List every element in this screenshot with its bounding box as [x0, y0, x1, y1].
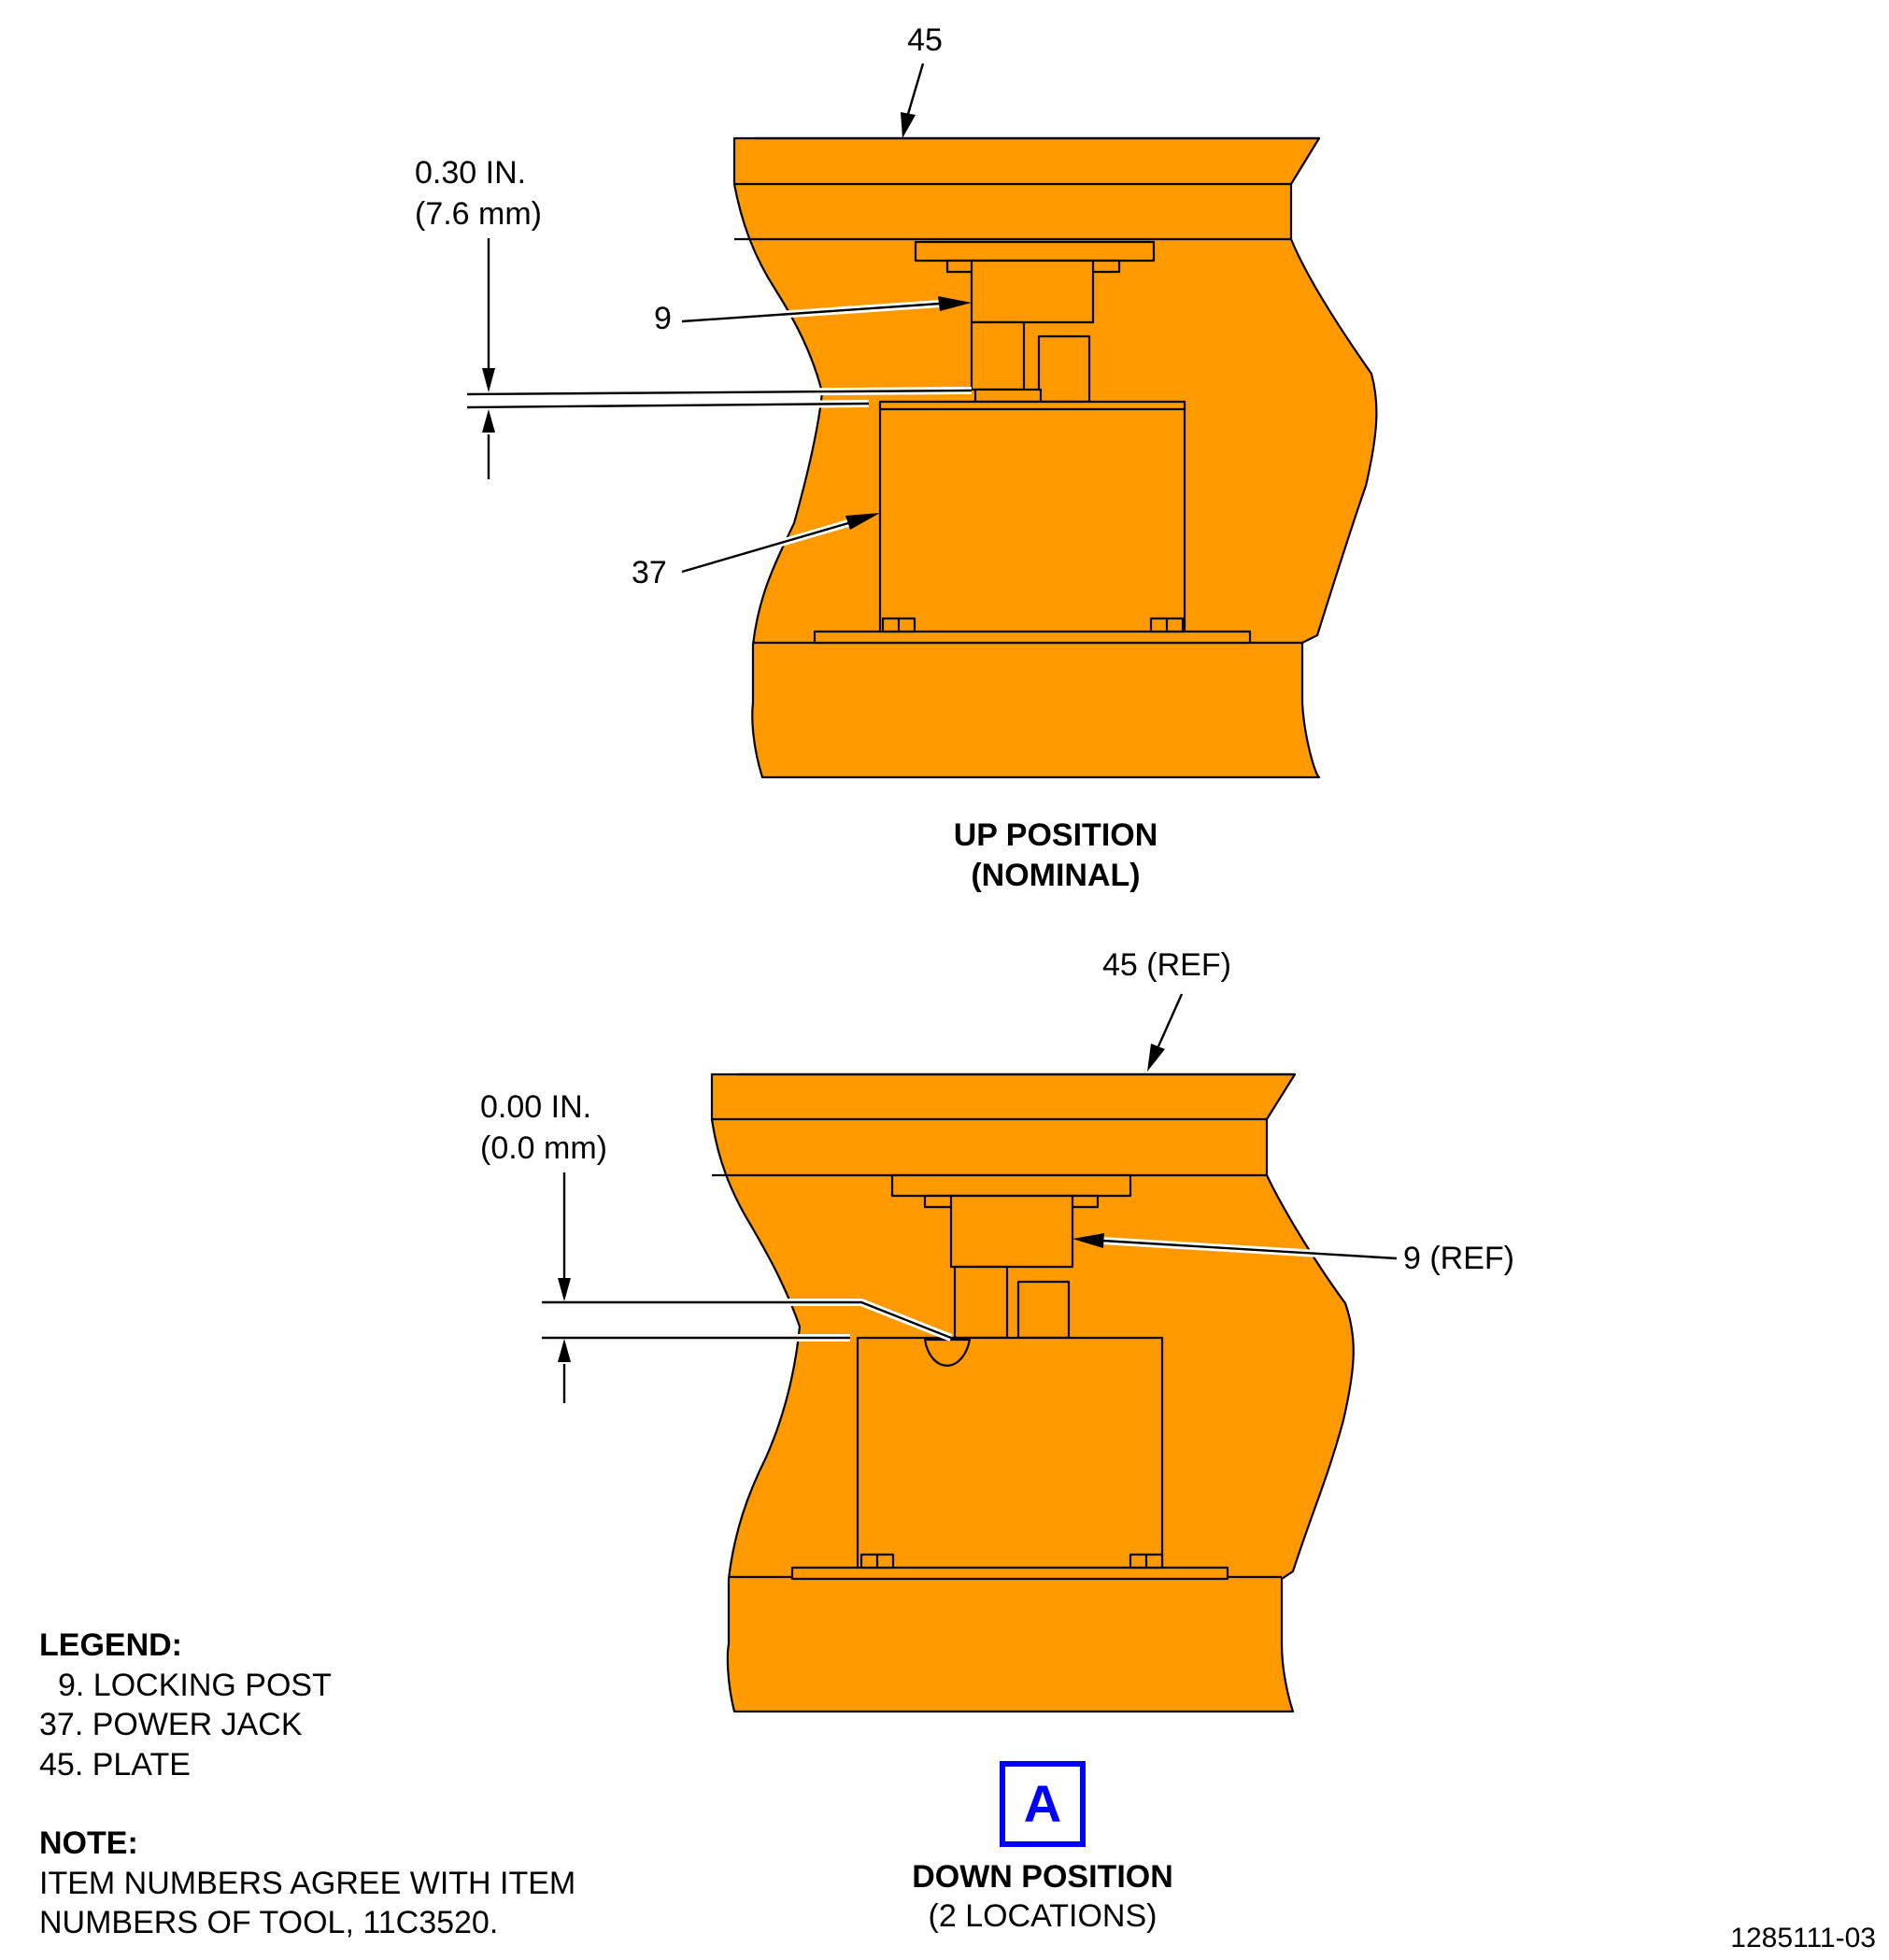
up-position-title: UP POSITION	[954, 817, 1158, 853]
up-power-jack-callout: 37	[632, 555, 667, 590]
note-line-1: ITEM NUMBERS AGREE WITH ITEM	[39, 1866, 575, 1901]
note-heading: NOTE:	[39, 1825, 138, 1861]
down-position-title: DOWN POSITION	[912, 1859, 1173, 1895]
up-plate-callout: 45	[907, 22, 943, 58]
view-a-letter: A	[1024, 1774, 1061, 1833]
up-mount-flange	[914, 240, 1156, 263]
down-dimension-inches: 0.00 IN.	[480, 1089, 591, 1125]
up-locking-post-callout: 9	[654, 301, 672, 336]
up-power-jack	[878, 402, 1186, 639]
note-line-2: NUMBERS OF TOOL, 11C3520.	[39, 1905, 498, 1940]
up-position-assembly	[732, 136, 1378, 779]
up-dimension-mm: (7.6 mm)	[415, 196, 542, 232]
down-locking-post-callout: 9 (REF)	[1403, 1241, 1514, 1276]
legend-item-37: 37. POWER JACK	[39, 1707, 303, 1742]
up-dimension-inches: 0.30 IN.	[415, 155, 526, 191]
view-a-box	[1000, 1761, 1086, 1847]
legend-item-45: 45. PLATE	[39, 1747, 191, 1782]
legend-heading: LEGEND:	[39, 1627, 182, 1663]
down-leaders	[1072, 993, 1398, 1262]
down-dimension	[542, 1172, 953, 1403]
down-dimension-mm: (0.0 mm)	[480, 1130, 607, 1166]
up-leaders	[680, 63, 972, 575]
up-position-subtitle: (NOMINAL)	[971, 858, 1140, 893]
down-position-assembly	[710, 1072, 1355, 1713]
up-dimension	[466, 238, 973, 479]
down-plate-callout: 45 (REF)	[1102, 947, 1231, 983]
down-mount-flange	[890, 1173, 1132, 1198]
down-locking-post	[949, 1194, 1074, 1269]
down-power-jack	[856, 1336, 1164, 1573]
down-position-subtitle: (2 LOCATIONS)	[929, 1898, 1158, 1934]
up-locking-post	[970, 259, 1095, 324]
legend-item-9: 9. LOCKING POST	[58, 1668, 332, 1703]
figure-id: 1285111-03	[1730, 1923, 1876, 1953]
